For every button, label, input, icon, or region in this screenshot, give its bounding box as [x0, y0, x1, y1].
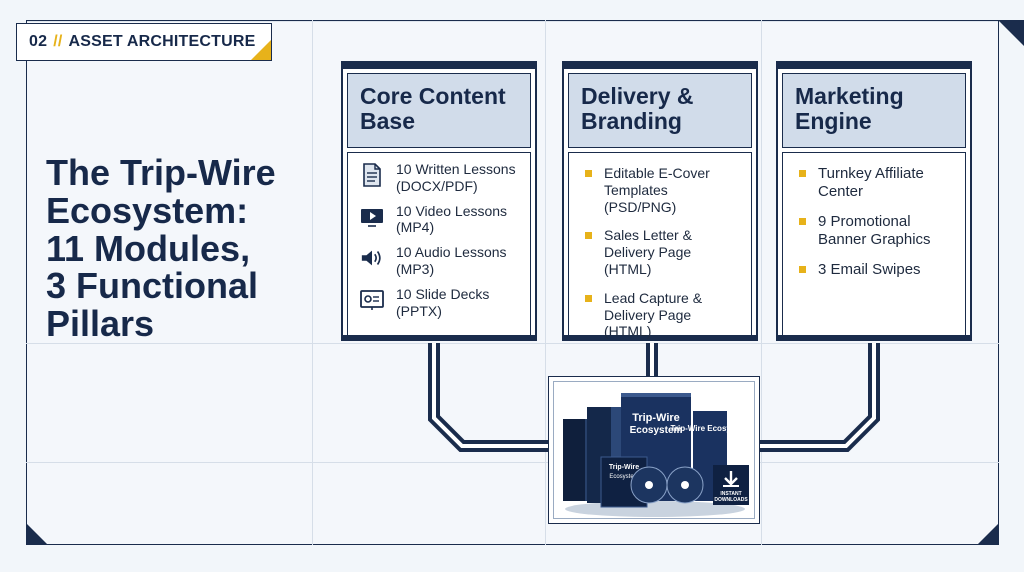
section-separator: //	[53, 33, 63, 50]
slide-deck-icon	[360, 286, 384, 314]
grid-line	[312, 20, 313, 545]
section-label: ASSET ARCHITECTURE	[68, 33, 256, 50]
corner-accent	[26, 523, 48, 545]
list-item: Sales Letter &Delivery Page (HTML)	[581, 227, 741, 277]
connector-left	[428, 343, 550, 452]
bullet-icon	[799, 218, 806, 225]
bullet-icon	[585, 170, 592, 177]
bullet-icon	[799, 266, 806, 273]
pillar-heading: Marketing Engine	[782, 73, 966, 148]
list-item: 3 Email Swipes	[795, 261, 955, 279]
product-side-label: Trip-Wire Ecosystem	[670, 424, 749, 433]
title-line: 11 Modules,	[46, 227, 251, 269]
section-tag: 02 // ASSET ARCHITECTURE	[16, 23, 272, 61]
grid-line	[545, 20, 546, 545]
title-line: The Trip-Wire	[46, 152, 276, 193]
product-bundle-illustration: Trip-Wire Ecosystem Trip-Wire Ecosystem …	[563, 393, 750, 517]
pillar-core-content: Core Content Base 10 Written Lessons(DOC…	[341, 61, 537, 341]
list-item: 10 Slide Decks(PPTX)	[360, 286, 520, 320]
product-case-label: Trip-Wire	[609, 464, 639, 471]
list-item: Lead Capture &Delivery Page (HTML)	[581, 290, 741, 340]
speaker-icon	[360, 244, 384, 272]
grid-line	[761, 20, 762, 545]
title-line: 3 Functional	[46, 265, 259, 307]
grid-line	[26, 343, 999, 344]
list-item: 10 Audio Lessons(MP3)	[360, 244, 520, 278]
product-case-sublabel: Ecosystem	[609, 474, 638, 480]
download-sublabel: DOWNLOADS	[714, 497, 748, 503]
product-bundle-image: Trip-Wire Ecosystem Trip-Wire Ecosystem …	[548, 376, 760, 524]
bullet-icon	[585, 232, 592, 240]
grid-line	[26, 462, 999, 463]
tag-corner-accent	[251, 40, 271, 60]
page-title: The Trip-Wire Ecosystem: 11 Modules, 3 F…	[46, 154, 316, 343]
list-item: 10 Video Lessons(MP4)	[360, 203, 520, 237]
pillar-heading: Core Content Base	[347, 73, 531, 148]
corner-accent	[977, 523, 999, 545]
document-icon	[360, 161, 384, 189]
product-box-title: Trip-Wire	[632, 412, 680, 424]
bullet-icon	[585, 294, 592, 302]
connector-right	[760, 343, 880, 452]
list-item: 10 Written Lessons(DOCX/PDF)	[360, 161, 520, 195]
product-box-subtitle: Ecosystem	[630, 425, 683, 436]
video-icon	[360, 203, 384, 231]
title-line: Pillars	[46, 303, 155, 345]
bullet-icon	[799, 170, 806, 177]
download-label: INSTANT	[720, 491, 741, 497]
corner-accent	[998, 20, 1024, 46]
section-number: 02	[29, 33, 48, 50]
pillar-list: 10 Written Lessons(DOCX/PDF) 10 Video Le…	[347, 152, 531, 338]
pillar-heading: Delivery & Branding	[568, 73, 752, 148]
title-line: Ecosystem:	[46, 189, 249, 231]
download-icon	[723, 471, 739, 487]
